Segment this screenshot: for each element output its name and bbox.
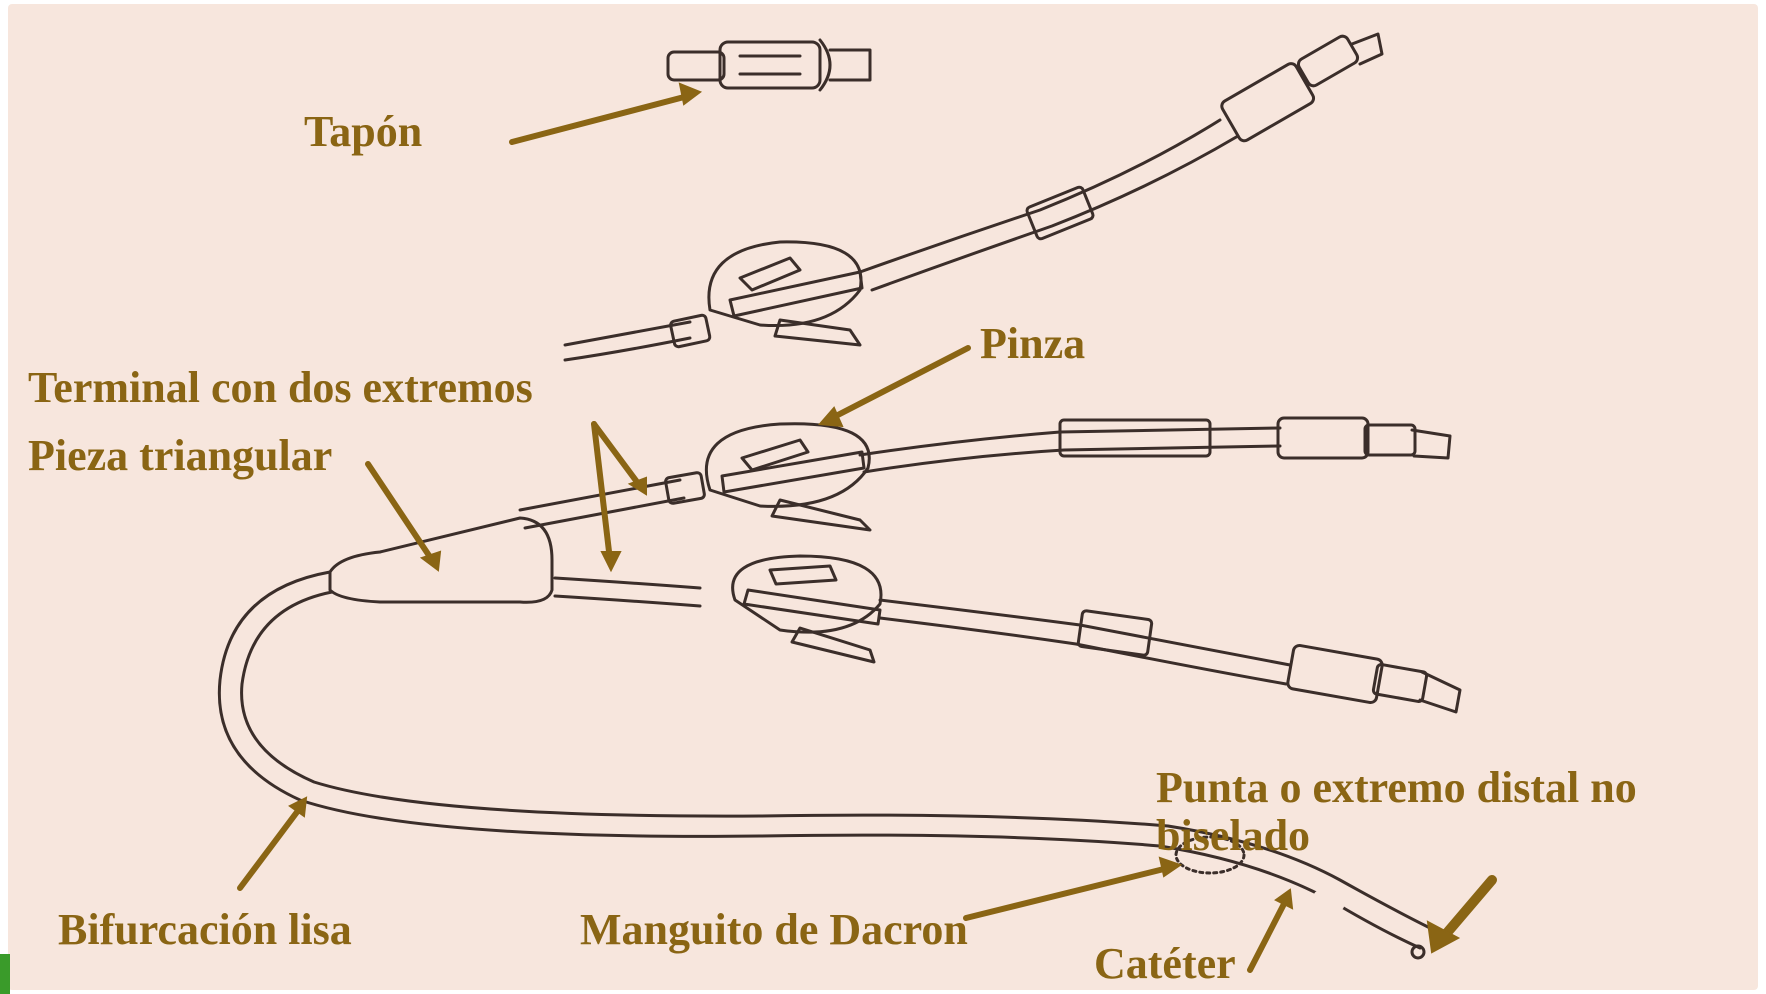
corner-accent xyxy=(0,954,10,994)
label-terminal: Terminal con dos extremos xyxy=(28,364,533,412)
label-pinza: Pinza xyxy=(980,320,1085,368)
label-pieza: Pieza triangular xyxy=(28,432,332,480)
label-cateter: Catéter xyxy=(1094,940,1236,988)
label-manguito: Manguito de Dacron xyxy=(580,906,968,954)
label-punta: Punta o extremo distal no biselado xyxy=(1156,764,1716,860)
label-tapon: Tapón xyxy=(304,108,422,156)
label-bifurcacion: Bifurcación lisa xyxy=(58,906,352,954)
